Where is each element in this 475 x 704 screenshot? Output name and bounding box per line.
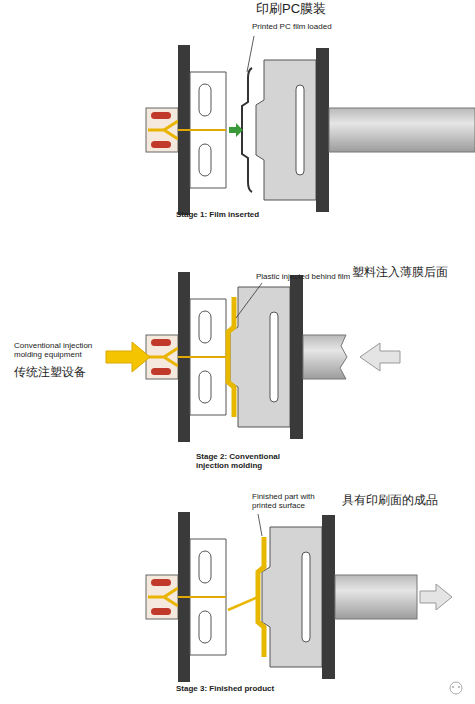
moving-mold-half	[230, 275, 303, 439]
watermark-icon	[450, 682, 462, 694]
open-arrow	[420, 584, 452, 610]
leader-line	[236, 283, 262, 318]
leader-line	[247, 36, 254, 72]
injection-arrow	[106, 342, 150, 372]
stage-caption: Stage 2: Conventional injection molding	[196, 452, 292, 470]
fixed-mold-half	[146, 272, 226, 442]
leader-line	[258, 514, 262, 536]
equipment-label: Conventional injection molding equipment	[14, 341, 110, 359]
callout-label: Plastic injected behind film	[256, 272, 350, 281]
finished-part	[258, 537, 264, 657]
chinese-label: 印刷PC膜装	[256, 2, 326, 17]
ram-cylinder	[303, 335, 347, 379]
watermark-icon	[458, 686, 460, 688]
ram-cylinder	[335, 575, 417, 619]
stage-caption: Stage 3: Finished product	[176, 684, 274, 693]
callout-label: Finished part with printed surface	[252, 492, 336, 510]
fixed-mold-half	[146, 45, 226, 215]
chinese-label: 塑料注入薄膜后面	[352, 266, 448, 280]
ram-cylinder	[329, 108, 475, 152]
moving-mold-half	[256, 48, 329, 212]
chinese-label: 具有印刷面的成品	[342, 494, 438, 508]
chinese-label: 传统注塑设备	[14, 366, 86, 380]
stage-caption: Stage 1: Film inserted	[176, 210, 259, 219]
fixed-mold-half	[146, 512, 226, 682]
sprue	[228, 597, 258, 610]
callout-label: Printed PC film loaded	[252, 22, 332, 31]
molded-part	[228, 297, 234, 417]
pc-film	[242, 68, 252, 192]
insert-arrow	[229, 123, 243, 137]
moving-mold-half	[262, 515, 335, 679]
clamp-arrow	[360, 343, 400, 371]
watermark-icon	[452, 686, 454, 688]
